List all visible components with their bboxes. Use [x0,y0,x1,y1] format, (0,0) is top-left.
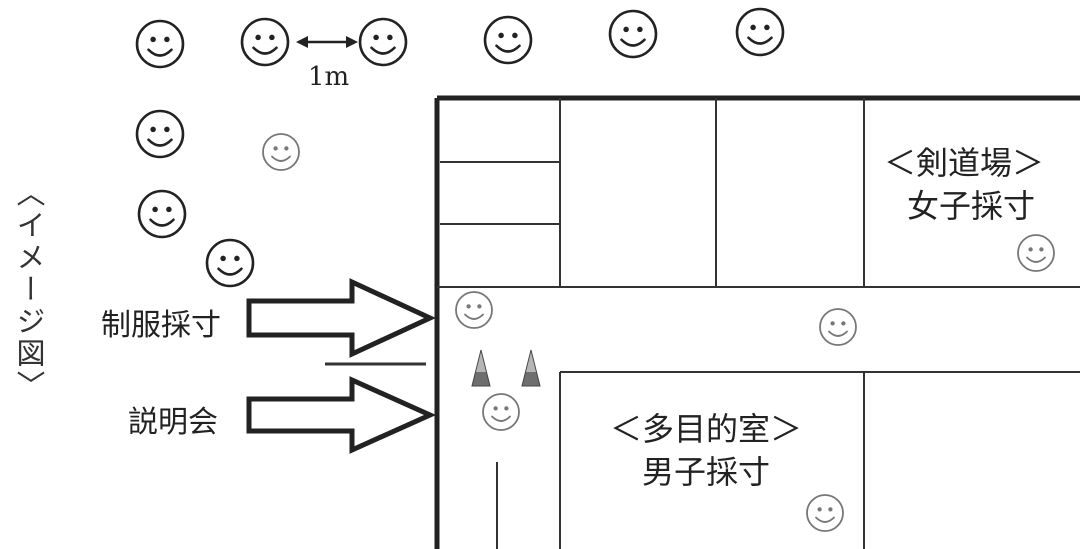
smiley-face-icon [136,188,188,240]
smiley-face-icon [357,16,409,68]
outer-wall [434,95,1080,549]
double-headed-arrow-icon [296,36,358,48]
smiley-face-icon [1015,232,1057,274]
tamokuteki-room-label: ＜多目的室＞ 男子採寸 [610,408,802,494]
kendojo-block [437,98,1080,288]
kendojo-title: ＜剣道場＞ [884,144,1045,182]
tamokuteki-subtitle: 男子採寸 [642,453,771,492]
smiley-face-icon [482,14,534,66]
kendojo-room-label: ＜剣道場＞ 女子採寸 [884,142,1044,228]
arrow-icon [246,278,436,358]
smiley-face-icon [804,492,846,534]
smiley-face-icon [480,391,522,433]
traffic-cone-icon [521,349,541,387]
tamokuteki-block [496,371,1080,549]
smiley-face-icon [734,6,786,58]
smiley-face-icon [204,237,256,289]
briefing-label: 説明会 [128,405,218,440]
smiley-face-icon [817,306,859,348]
smiley-face-icon [453,289,495,331]
smiley-face-icon [134,18,186,70]
smiley-face-icon [134,108,186,160]
tamokuteki-title: ＜多目的室＞ [610,410,803,448]
smiley-face-icon [239,16,291,68]
kendojo-subtitle: 女子採寸 [907,187,1036,226]
arrow-icon [246,376,437,454]
spacing-label: 1m [308,62,350,92]
smiley-face-icon [607,8,659,60]
uniform-fitting-label: 制服採寸 [101,308,221,343]
traffic-cone-icon [471,349,491,387]
side-caption: 〈イメージ図〉 [12,178,46,402]
smiley-face-icon [260,131,302,173]
